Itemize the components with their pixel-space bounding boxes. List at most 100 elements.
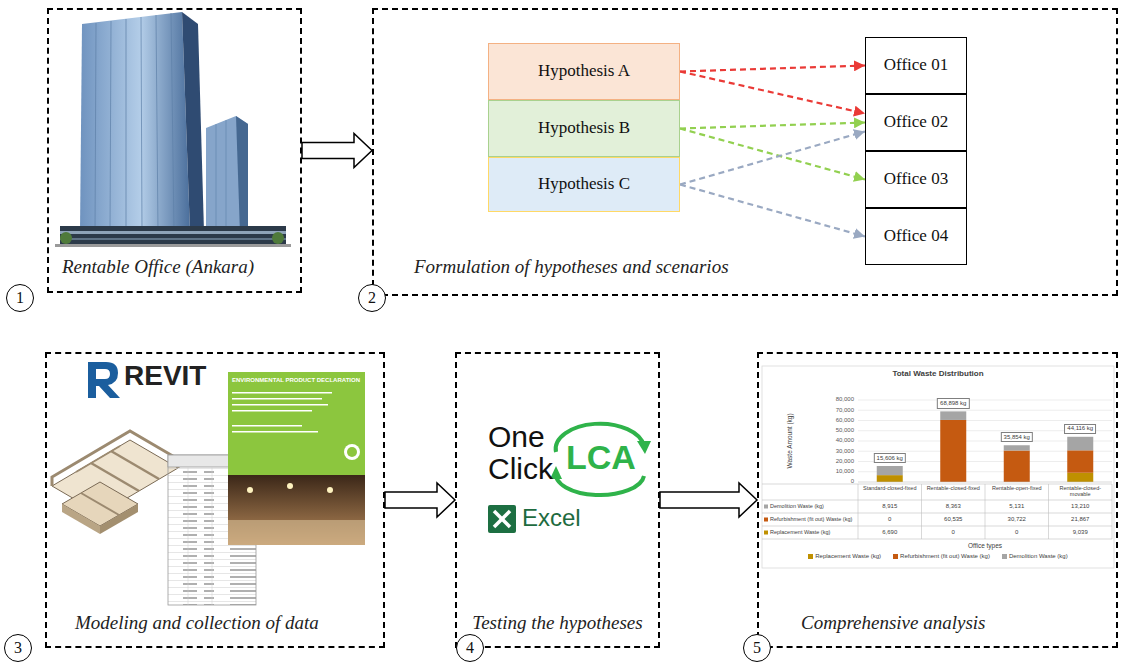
epd-document: [232, 425, 302, 427]
ceiling-photo: [228, 475, 365, 545]
epd-document: [228, 372, 365, 475]
gridline: [858, 400, 1112, 472]
table-cell: 8,915: [858, 500, 922, 513]
building-illustration: [141, 17, 142, 232]
excel-icon: [494, 511, 510, 527]
bar: [1067, 450, 1093, 472]
legend-item: Demolition Waste (kg): [1002, 553, 1068, 560]
table-grid: [762, 526, 1112, 527]
epd-document: [344, 444, 360, 460]
step-number: 1: [6, 284, 34, 312]
table-swatch: [764, 505, 768, 509]
box-label: Hypothesis C: [538, 174, 630, 194]
legend-text: Refurbishment (fit out) Waste (kg): [900, 553, 990, 560]
table-grid: [762, 513, 1112, 514]
building-illustration: [60, 232, 72, 244]
bar: [1004, 445, 1030, 450]
logo-text: One: [488, 422, 545, 452]
dashed-panel: Comprehensive analysis: [757, 352, 1118, 648]
lca-logo-arrows: [556, 472, 644, 495]
step-number-text: 3: [14, 640, 22, 656]
hypothesis-box: Hypothesis C: [488, 157, 680, 212]
total-label: 68,898 kg: [937, 398, 969, 408]
table-grid: [762, 539, 1112, 540]
tick-label: 10,000: [812, 468, 854, 475]
step-number: 5: [743, 634, 771, 662]
table-swatch: [764, 531, 768, 535]
gridline: [858, 410, 1112, 411]
total-label: 35,854 kg: [1001, 432, 1033, 442]
step-number: 2: [358, 284, 386, 312]
ceiling-photo: [327, 487, 333, 493]
box-label: Hypothesis B: [538, 118, 630, 138]
logo-text: Excel: [522, 506, 581, 530]
floor-plan-model: [76, 446, 120, 472]
table-cell: 6,690: [858, 526, 922, 539]
building-illustration: [171, 13, 174, 232]
total-label: 44,116 kg: [1064, 424, 1096, 434]
tick-label: 80,000: [812, 396, 854, 403]
floor-plan-model: [62, 504, 100, 534]
building-illustration: [216, 124, 217, 234]
table-cell: 21,867: [1049, 513, 1113, 526]
legend-swatch: [893, 554, 898, 559]
ceiling-photo: [287, 483, 293, 489]
ceiling-photo: [228, 520, 365, 545]
table-row-label: Refurbishment (fit out) Waste (kg): [770, 513, 856, 526]
step-number-text: 2: [368, 290, 376, 306]
building-illustration: [60, 226, 286, 244]
epd-document: [232, 404, 328, 406]
block-arrow: [385, 483, 455, 517]
ceiling-photo: [228, 475, 365, 545]
table-grid: [1112, 484, 1113, 539]
legend-item: Refurbishment (fit out) Waste (kg): [893, 553, 990, 560]
legend-item: Replacement Waste (kg): [808, 553, 881, 560]
box-label: Office 02: [884, 112, 948, 132]
table-header: Rentable-closed-fixed: [924, 485, 984, 491]
tick-label: 70,000: [812, 407, 854, 414]
logo-text: LCA: [566, 440, 636, 474]
bar: [877, 466, 903, 475]
bar: [877, 475, 903, 482]
floor-plan-model: [111, 451, 159, 479]
epd-document: [347, 447, 357, 457]
table-row-label: Demolition Waste (kg): [770, 500, 856, 513]
floor-plan-model: [52, 431, 178, 534]
table-swatch: [764, 518, 768, 522]
table-grid: [1048, 484, 1049, 539]
tick-label: 50,000: [812, 427, 854, 434]
table-header: Standard-closed-fixed: [860, 485, 920, 491]
panel-caption: Modeling and collection of data: [75, 612, 319, 635]
table-row-label: Replacement Waste (kg): [770, 526, 856, 539]
table-cell: 9,039: [1049, 526, 1113, 539]
dashed-panel: Rentable Office (Ankara): [47, 8, 302, 293]
logo-text: Click: [488, 454, 553, 484]
box-label: Office 01: [884, 55, 948, 75]
chart-frame: [762, 366, 1114, 568]
logo-text: REVIT: [124, 361, 206, 392]
block-arrow: [302, 134, 372, 168]
legend-swatch: [1002, 554, 1007, 559]
building-illustration: [55, 12, 291, 247]
box-label: Office 03: [884, 169, 948, 189]
step-number: 3: [4, 634, 32, 662]
epd-document: [232, 392, 332, 394]
document-heading: ENVIRONMENTAL PRODUCT DECLARATION: [232, 377, 361, 384]
table-header: Rentable-closed-movable: [1051, 485, 1111, 498]
epd-document: [228, 372, 365, 475]
table-swatch: [764, 505, 768, 535]
schedule-table: [212, 467, 213, 605]
axis-title: Office types: [935, 542, 1035, 550]
revit-icon: [88, 362, 120, 398]
office-box: Office 01: [865, 37, 967, 94]
legend-text: Demolition Waste (kg): [1009, 553, 1068, 560]
chart-title: Total Waste Distribution: [838, 369, 1038, 379]
table-cell: 0: [858, 513, 922, 526]
building-illustration: [272, 232, 284, 244]
building-illustration: [236, 116, 248, 234]
chart-frame: [762, 366, 1114, 568]
excel-icon: [488, 505, 516, 533]
building-illustration: [95, 23, 96, 232]
ceiling-photo: [247, 487, 253, 493]
building-illustration: [110, 21, 111, 232]
